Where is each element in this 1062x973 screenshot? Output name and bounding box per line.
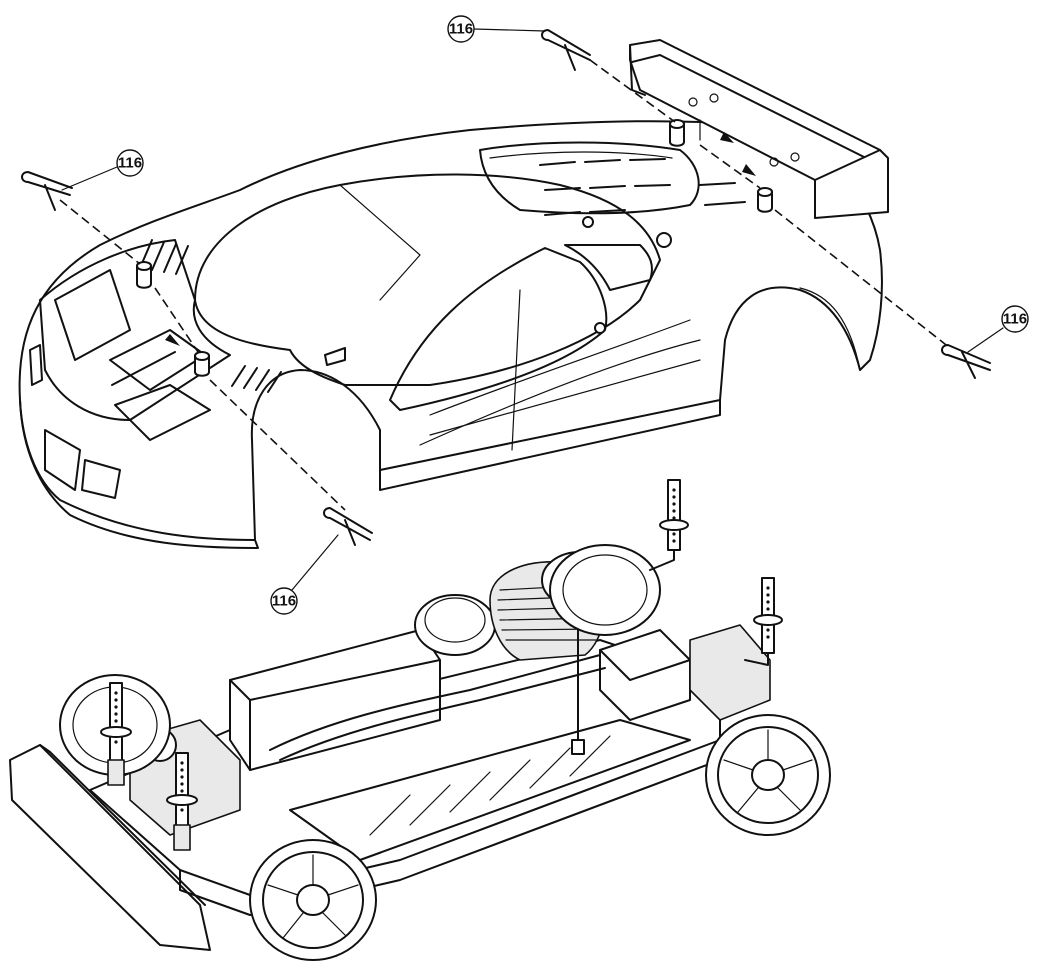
wheel-spokes bbox=[267, 854, 359, 939]
upper-deck-2 bbox=[279, 667, 606, 761]
callout-leader bbox=[291, 534, 339, 591]
guide-line bbox=[589, 59, 676, 123]
roof-bolt bbox=[582, 216, 594, 228]
hood bbox=[39, 239, 231, 421]
guide-line bbox=[59, 199, 141, 265]
side-line-1 bbox=[419, 339, 701, 446]
front-bumper-edge bbox=[39, 744, 206, 906]
side-line-3 bbox=[429, 359, 701, 436]
body-post-cap bbox=[194, 351, 210, 361]
side-bolt bbox=[594, 322, 606, 334]
body-clip-front-right bbox=[323, 507, 373, 546]
arrow-head bbox=[720, 132, 734, 143]
wheel-rear-left bbox=[549, 544, 661, 636]
arrow-head bbox=[742, 164, 756, 176]
body-post-cap bbox=[136, 261, 152, 271]
callout-label: 116 bbox=[449, 21, 473, 38]
callout-label: 116 bbox=[1003, 311, 1027, 328]
callout-leader bbox=[473, 28, 546, 32]
chassis-body-posts bbox=[100, 479, 783, 851]
servo-top bbox=[599, 649, 691, 681]
roof-scoop-inner bbox=[489, 151, 673, 159]
body-clip-wing-front bbox=[541, 29, 591, 71]
wheels bbox=[59, 544, 831, 961]
tray-ribs bbox=[369, 735, 611, 836]
body-clips bbox=[21, 29, 991, 546]
hood-slot bbox=[111, 351, 176, 386]
callout-leader bbox=[967, 327, 1004, 353]
air-filter bbox=[414, 594, 496, 656]
roof-vents bbox=[539, 158, 746, 216]
guide-line bbox=[154, 287, 199, 353]
headlight bbox=[29, 344, 43, 386]
body-post-rear-left bbox=[649, 479, 689, 571]
windshield-edge bbox=[339, 184, 421, 301]
wing-endplate-left bbox=[629, 44, 646, 96]
roof-scoop bbox=[479, 141, 700, 215]
wheel-spokes bbox=[723, 729, 813, 813]
air-filter-top bbox=[424, 597, 486, 643]
hood-vent-left bbox=[54, 269, 131, 361]
body-skirt bbox=[379, 399, 721, 491]
guide-line bbox=[774, 209, 951, 349]
front-intake-2 bbox=[81, 459, 121, 499]
callout-circle bbox=[270, 587, 298, 615]
wheel-front-right bbox=[249, 839, 377, 961]
quarter-window bbox=[564, 244, 653, 291]
roof-bolt bbox=[656, 232, 672, 248]
body-post-cap bbox=[757, 187, 773, 197]
rear-gearbox bbox=[689, 624, 771, 721]
rear-wheel-arch bbox=[799, 287, 861, 371]
wing-top-edge bbox=[631, 54, 871, 161]
wing-endplate-right bbox=[814, 149, 889, 219]
body-clip-rear-right bbox=[941, 344, 991, 379]
upper-deck bbox=[269, 654, 601, 751]
side-line-2 bbox=[429, 319, 691, 416]
antenna-base bbox=[571, 739, 585, 755]
wing-mount-holes bbox=[688, 93, 800, 167]
body-post-front-left bbox=[100, 682, 132, 786]
callout-label: 116 bbox=[272, 593, 296, 610]
canopy bbox=[194, 173, 661, 386]
callouts: 116 116 116 116 bbox=[61, 15, 1029, 615]
callout-circle bbox=[447, 15, 475, 43]
body-post-cap bbox=[669, 119, 685, 129]
callout-circle bbox=[1001, 305, 1029, 333]
callout-leader bbox=[61, 166, 118, 191]
callout-label: 116 bbox=[118, 155, 142, 172]
arrow-head bbox=[165, 334, 180, 346]
guide-line bbox=[209, 379, 346, 511]
body-post-front-right bbox=[166, 752, 198, 851]
side-window bbox=[389, 247, 608, 411]
body-clip-front-left bbox=[21, 171, 73, 211]
body-outline bbox=[18, 120, 883, 541]
body-post-rear-right bbox=[744, 577, 783, 666]
mirror bbox=[324, 347, 346, 366]
callout-circle bbox=[116, 149, 144, 177]
hood-vent-low bbox=[114, 384, 211, 441]
front-intake bbox=[44, 429, 81, 491]
body-front-skirt bbox=[19, 399, 259, 549]
guide-line bbox=[699, 144, 761, 189]
wheel-rear-right bbox=[705, 714, 831, 836]
door-line bbox=[511, 289, 521, 451]
car-body-shell bbox=[18, 119, 883, 549]
rear-wing bbox=[629, 39, 889, 219]
